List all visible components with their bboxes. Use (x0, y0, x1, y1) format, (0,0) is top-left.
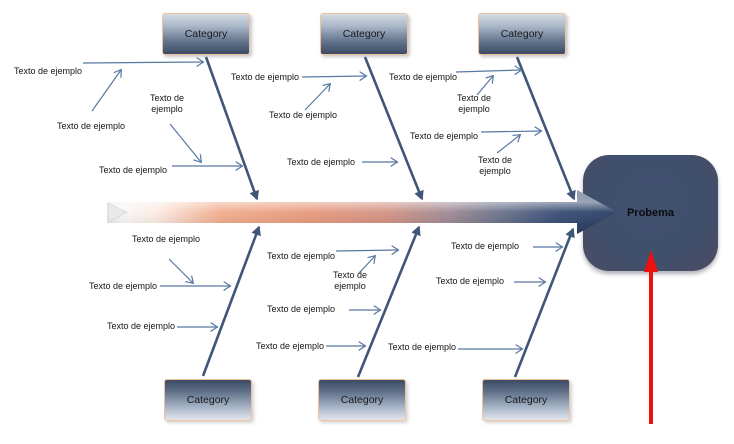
cause-label: Texto de ejemplo (57, 121, 126, 131)
cause-label: Texto de ejemplo (267, 304, 336, 314)
spine-arrow (107, 190, 617, 234)
cause-label: Texto de ejemplo (149, 93, 185, 114)
cause-arrow-b2-1 (335, 250, 398, 251)
rib-arrow-top-1 (204, 56, 260, 201)
cause-label: Texto de ejemplo (107, 321, 176, 331)
category-label: Category (342, 28, 386, 40)
category-label: Category (186, 394, 230, 406)
cause-label: Texto de ejemplo (332, 270, 368, 291)
problem-label: Probema (626, 207, 675, 219)
category-box-top-2[interactable]: Category (320, 13, 408, 55)
cause-label: Texto de ejemplo (256, 341, 325, 351)
red-annotation-arrow (644, 250, 658, 424)
cause-arrow-b1-1 (168, 258, 193, 283)
category-box-bottom-3[interactable]: Category (482, 379, 570, 421)
cause-label: Texto de ejemplo (477, 155, 513, 176)
rib-arrow-top-2 (363, 56, 424, 201)
cause-label: Texto de ejemplo (89, 281, 158, 291)
cause-label: Texto de ejemplo (388, 342, 457, 352)
category-label: Category (184, 28, 228, 40)
cause-arrow-t1-2 (91, 70, 121, 112)
cause-arrow-t3-1 (455, 70, 521, 72)
cause-arrow-t1-3 (169, 123, 201, 162)
cause-label: Texto de ejemplo (287, 157, 356, 167)
cause-arrow-t3-2 (476, 76, 493, 96)
rib-arrow-top-3 (515, 56, 576, 201)
cause-arrow-t3-3 (480, 131, 541, 132)
cause-label: Texto de ejemplo (231, 72, 300, 82)
category-label: Category (340, 394, 384, 406)
category-label: Category (500, 28, 544, 40)
cause-arrows (82, 62, 562, 349)
category-box-top-3[interactable]: Category (478, 13, 566, 55)
cause-label: Texto de ejemplo (132, 234, 201, 244)
cause-label: Texto de ejemplo (451, 241, 520, 251)
cause-label: Texto de ejemplo (389, 72, 458, 82)
category-box-bottom-2[interactable]: Category (318, 379, 406, 421)
rib-arrow-bottom-1 (201, 225, 261, 377)
cause-label: Texto de ejemplo (269, 110, 338, 120)
category-box-top-1[interactable]: Category (162, 13, 250, 55)
cause-label: Texto de ejemplo (410, 131, 479, 141)
spine-tail-bevel (107, 202, 128, 223)
rib-arrows (201, 56, 576, 378)
rib-arrow-bottom-3 (513, 227, 575, 378)
cause-label: Texto de ejemplo (99, 165, 168, 175)
cause-arrow-t3-4 (496, 135, 520, 154)
cause-arrow-t1-1 (82, 62, 203, 63)
cause-label: Texto de ejemplo (267, 251, 336, 261)
cause-label: Texto de ejemplo (436, 276, 505, 286)
cause-label: Texto de ejemplo (456, 93, 492, 114)
rib-arrow-bottom-2 (356, 225, 421, 378)
cause-arrow-t2-1 (301, 76, 366, 77)
spine-arrow-bevel (107, 190, 617, 234)
cause-arrow-b2-2 (358, 256, 375, 274)
category-box-bottom-1[interactable]: Category (164, 379, 252, 421)
cause-arrow-t2-2 (304, 84, 330, 111)
cause-label: Texto de ejemplo (14, 66, 83, 76)
category-label: Category (504, 394, 548, 406)
